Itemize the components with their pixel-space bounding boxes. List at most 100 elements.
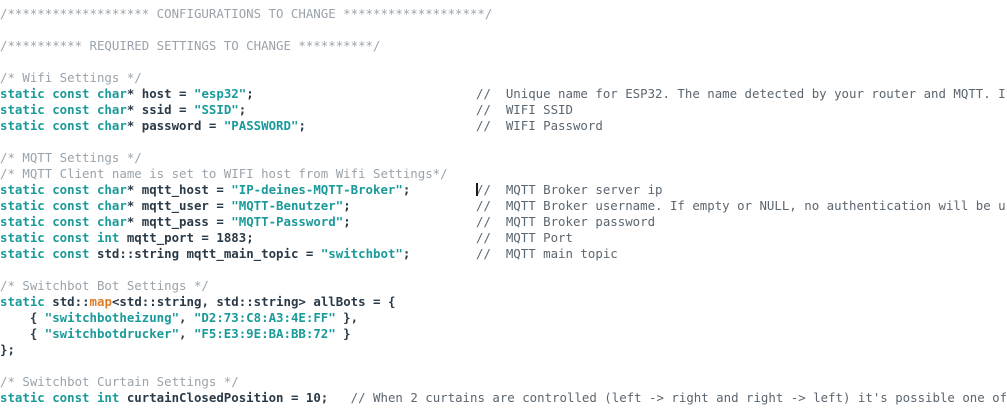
- code-token-plain: *: [126, 198, 142, 213]
- code-token-ident: ssid: [141, 102, 172, 117]
- trailing-comment-column: // Unique name for ESP32. The name detec…: [476, 86, 1007, 102]
- code-line[interactable]: /* MQTT Settings */: [0, 150, 1007, 166]
- code-line[interactable]: /* Wifi Settings */: [0, 70, 1007, 86]
- code-token-ident: <std::string, std::string>: [111, 294, 306, 309]
- code-token-kw: static const char: [0, 198, 127, 213]
- code-token-cmt: /* Switchbot Bot Settings */: [0, 278, 209, 293]
- code-token-str: "PASSWORD": [223, 118, 299, 133]
- code-line[interactable]: /******************* CONFIGURATIONS TO C…: [0, 6, 1007, 22]
- code-token-str: "switchbot": [320, 246, 403, 261]
- code-token-str: "MQTT-Password": [231, 214, 344, 229]
- code-line[interactable]: [0, 358, 1007, 374]
- code-line[interactable]: static const char* mqtt_host = "IP-deine…: [0, 182, 1007, 198]
- code-token-plain: ;: [246, 230, 254, 245]
- code-token-plain: *: [126, 214, 142, 229]
- code-token-str: "MQTT-Benutzer": [231, 198, 344, 213]
- code-token-cmt: /* Switchbot Curtain Settings */: [0, 374, 239, 389]
- code-token-plain: =: [208, 198, 232, 213]
- code-token-str: "SSID": [193, 102, 239, 117]
- code-token-kw: static const char: [0, 86, 127, 101]
- code-token-plain: };: [0, 342, 15, 357]
- code-line[interactable]: static const char* mqtt_pass = "MQTT-Pas…: [0, 214, 1007, 230]
- trailing-comment-column: // MQTT Broker password: [476, 214, 655, 230]
- code-token-kw: static const char: [0, 102, 127, 117]
- code-token-plain: {: [0, 326, 45, 341]
- code-token-kw: static const int: [0, 230, 120, 245]
- code-token-str: "switchbotdrucker": [44, 326, 180, 341]
- code-lines-container[interactable]: /******************* CONFIGURATIONS TO C…: [0, 6, 1007, 406]
- trailing-comment: // MQTT main topic: [476, 246, 618, 261]
- code-token-ident: allBots: [313, 294, 366, 309]
- code-token-plain: ;: [320, 390, 329, 405]
- code-line[interactable]: static const char* ssid = "SSID";// WIFI…: [0, 102, 1007, 118]
- code-line[interactable]: static const std::string mqtt_main_topic…: [0, 246, 1007, 262]
- code-token-str: "IP-deines-MQTT-Broker": [231, 182, 403, 197]
- trailing-comment-column: // MQTT Port: [476, 230, 573, 246]
- code-token-kw: static const: [0, 246, 90, 261]
- code-token-plain: [119, 230, 126, 245]
- code-token-plain: },: [335, 310, 359, 325]
- code-token-plain: ;: [246, 86, 254, 101]
- code-token-plain: [90, 246, 97, 261]
- code-token-ident: mqtt_main_topic: [186, 246, 299, 261]
- code-token-kw: static const char: [0, 214, 127, 229]
- code-token-num: 1883: [216, 230, 247, 245]
- code-line[interactable]: [0, 134, 1007, 150]
- code-token-plain: ;: [343, 214, 351, 229]
- code-token-cmt: /* MQTT Settings */: [0, 150, 142, 165]
- code-token-str: "switchbotheizung": [44, 310, 180, 325]
- code-line[interactable]: };: [0, 342, 1007, 358]
- code-token-plain: *: [126, 182, 142, 197]
- code-line[interactable]: static std::map<std::string, std::string…: [0, 294, 1007, 310]
- code-line[interactable]: { "switchbotheizung", "D2:73:C8:A3:4E:FF…: [0, 310, 1007, 326]
- code-line[interactable]: /* Switchbot Curtain Settings */: [0, 374, 1007, 390]
- text-cursor-caret: [476, 183, 478, 196]
- code-token-cmt: /* Wifi Settings */: [0, 70, 142, 85]
- trailing-comment: // MQTT Port: [476, 230, 573, 245]
- code-token-kw: static const int: [0, 390, 120, 405]
- code-token-kw: static: [0, 294, 45, 309]
- code-token-plain: =: [171, 102, 194, 117]
- code-line[interactable]: /********** REQUIRED SETTINGS TO CHANGE …: [0, 38, 1007, 54]
- code-token-plain: ,: [179, 310, 194, 325]
- code-line[interactable]: static const int curtainClosedPosition =…: [0, 390, 1007, 406]
- trailing-comment-column: // MQTT Broker server ip: [476, 182, 663, 198]
- code-token-str: "esp32": [193, 86, 247, 101]
- code-token-plain: *: [126, 102, 142, 117]
- code-line[interactable]: [0, 262, 1007, 278]
- code-token-ident: host: [141, 86, 172, 101]
- code-token-cmt: /* MQTT Client name is set to WIFI host …: [0, 166, 448, 181]
- code-line[interactable]: static const int mqtt_port = 1883; // MQT…: [0, 230, 1007, 246]
- code-token-cmt: /********** REQUIRED SETTINGS TO CHANGE …: [0, 38, 381, 53]
- code-token-kw: static const char: [0, 182, 127, 197]
- code-token-type: map: [89, 294, 112, 309]
- code-token-ident: mqtt_port: [126, 230, 194, 245]
- trailing-comment: // WIFI Password: [476, 118, 603, 133]
- code-line[interactable]: /* MQTT Client name is set to WIFI host …: [0, 166, 1007, 182]
- code-token-plain: =: [193, 230, 217, 245]
- code-line[interactable]: [0, 22, 1007, 38]
- code-token-cmt: /******************* CONFIGURATIONS TO C…: [0, 6, 493, 21]
- code-line[interactable]: static const char* host = "esp32";// Uni…: [0, 86, 1007, 102]
- code-line[interactable]: /* Switchbot Bot Settings */: [0, 278, 1007, 294]
- trailing-comment: // WIFI SSID: [476, 102, 573, 117]
- code-line[interactable]: static const char* password = "PASSWORD"…: [0, 118, 1007, 134]
- code-line[interactable]: [0, 54, 1007, 70]
- code-token-kw: static const char: [0, 118, 127, 133]
- code-token-plain: *: [126, 86, 142, 101]
- code-token-plain: ;: [298, 118, 306, 133]
- code-token-ident: mqtt_host: [141, 182, 209, 197]
- trailing-comment-column: // MQTT Broker username. If empty or NUL…: [476, 198, 1007, 214]
- code-token-plain: = {: [365, 294, 396, 309]
- code-token-plain: {: [0, 310, 45, 325]
- trailing-comment: // Unique name for ESP32. The name detec…: [476, 86, 1007, 101]
- code-line[interactable]: { "switchbotdrucker", "F5:E3:9E:BA:BB:72…: [0, 326, 1007, 342]
- code-token-num: 10: [305, 390, 321, 405]
- code-token-ident: curtainClosedPosition: [126, 390, 284, 405]
- code-token-plain: =: [201, 118, 224, 133]
- code-token-ident: std::string: [97, 246, 180, 261]
- trailing-comment: // MQTT Broker password: [476, 214, 656, 229]
- code-line[interactable]: static const char* mqtt_user = "MQTT-Ben…: [0, 198, 1007, 214]
- code-token-plain: =: [208, 182, 232, 197]
